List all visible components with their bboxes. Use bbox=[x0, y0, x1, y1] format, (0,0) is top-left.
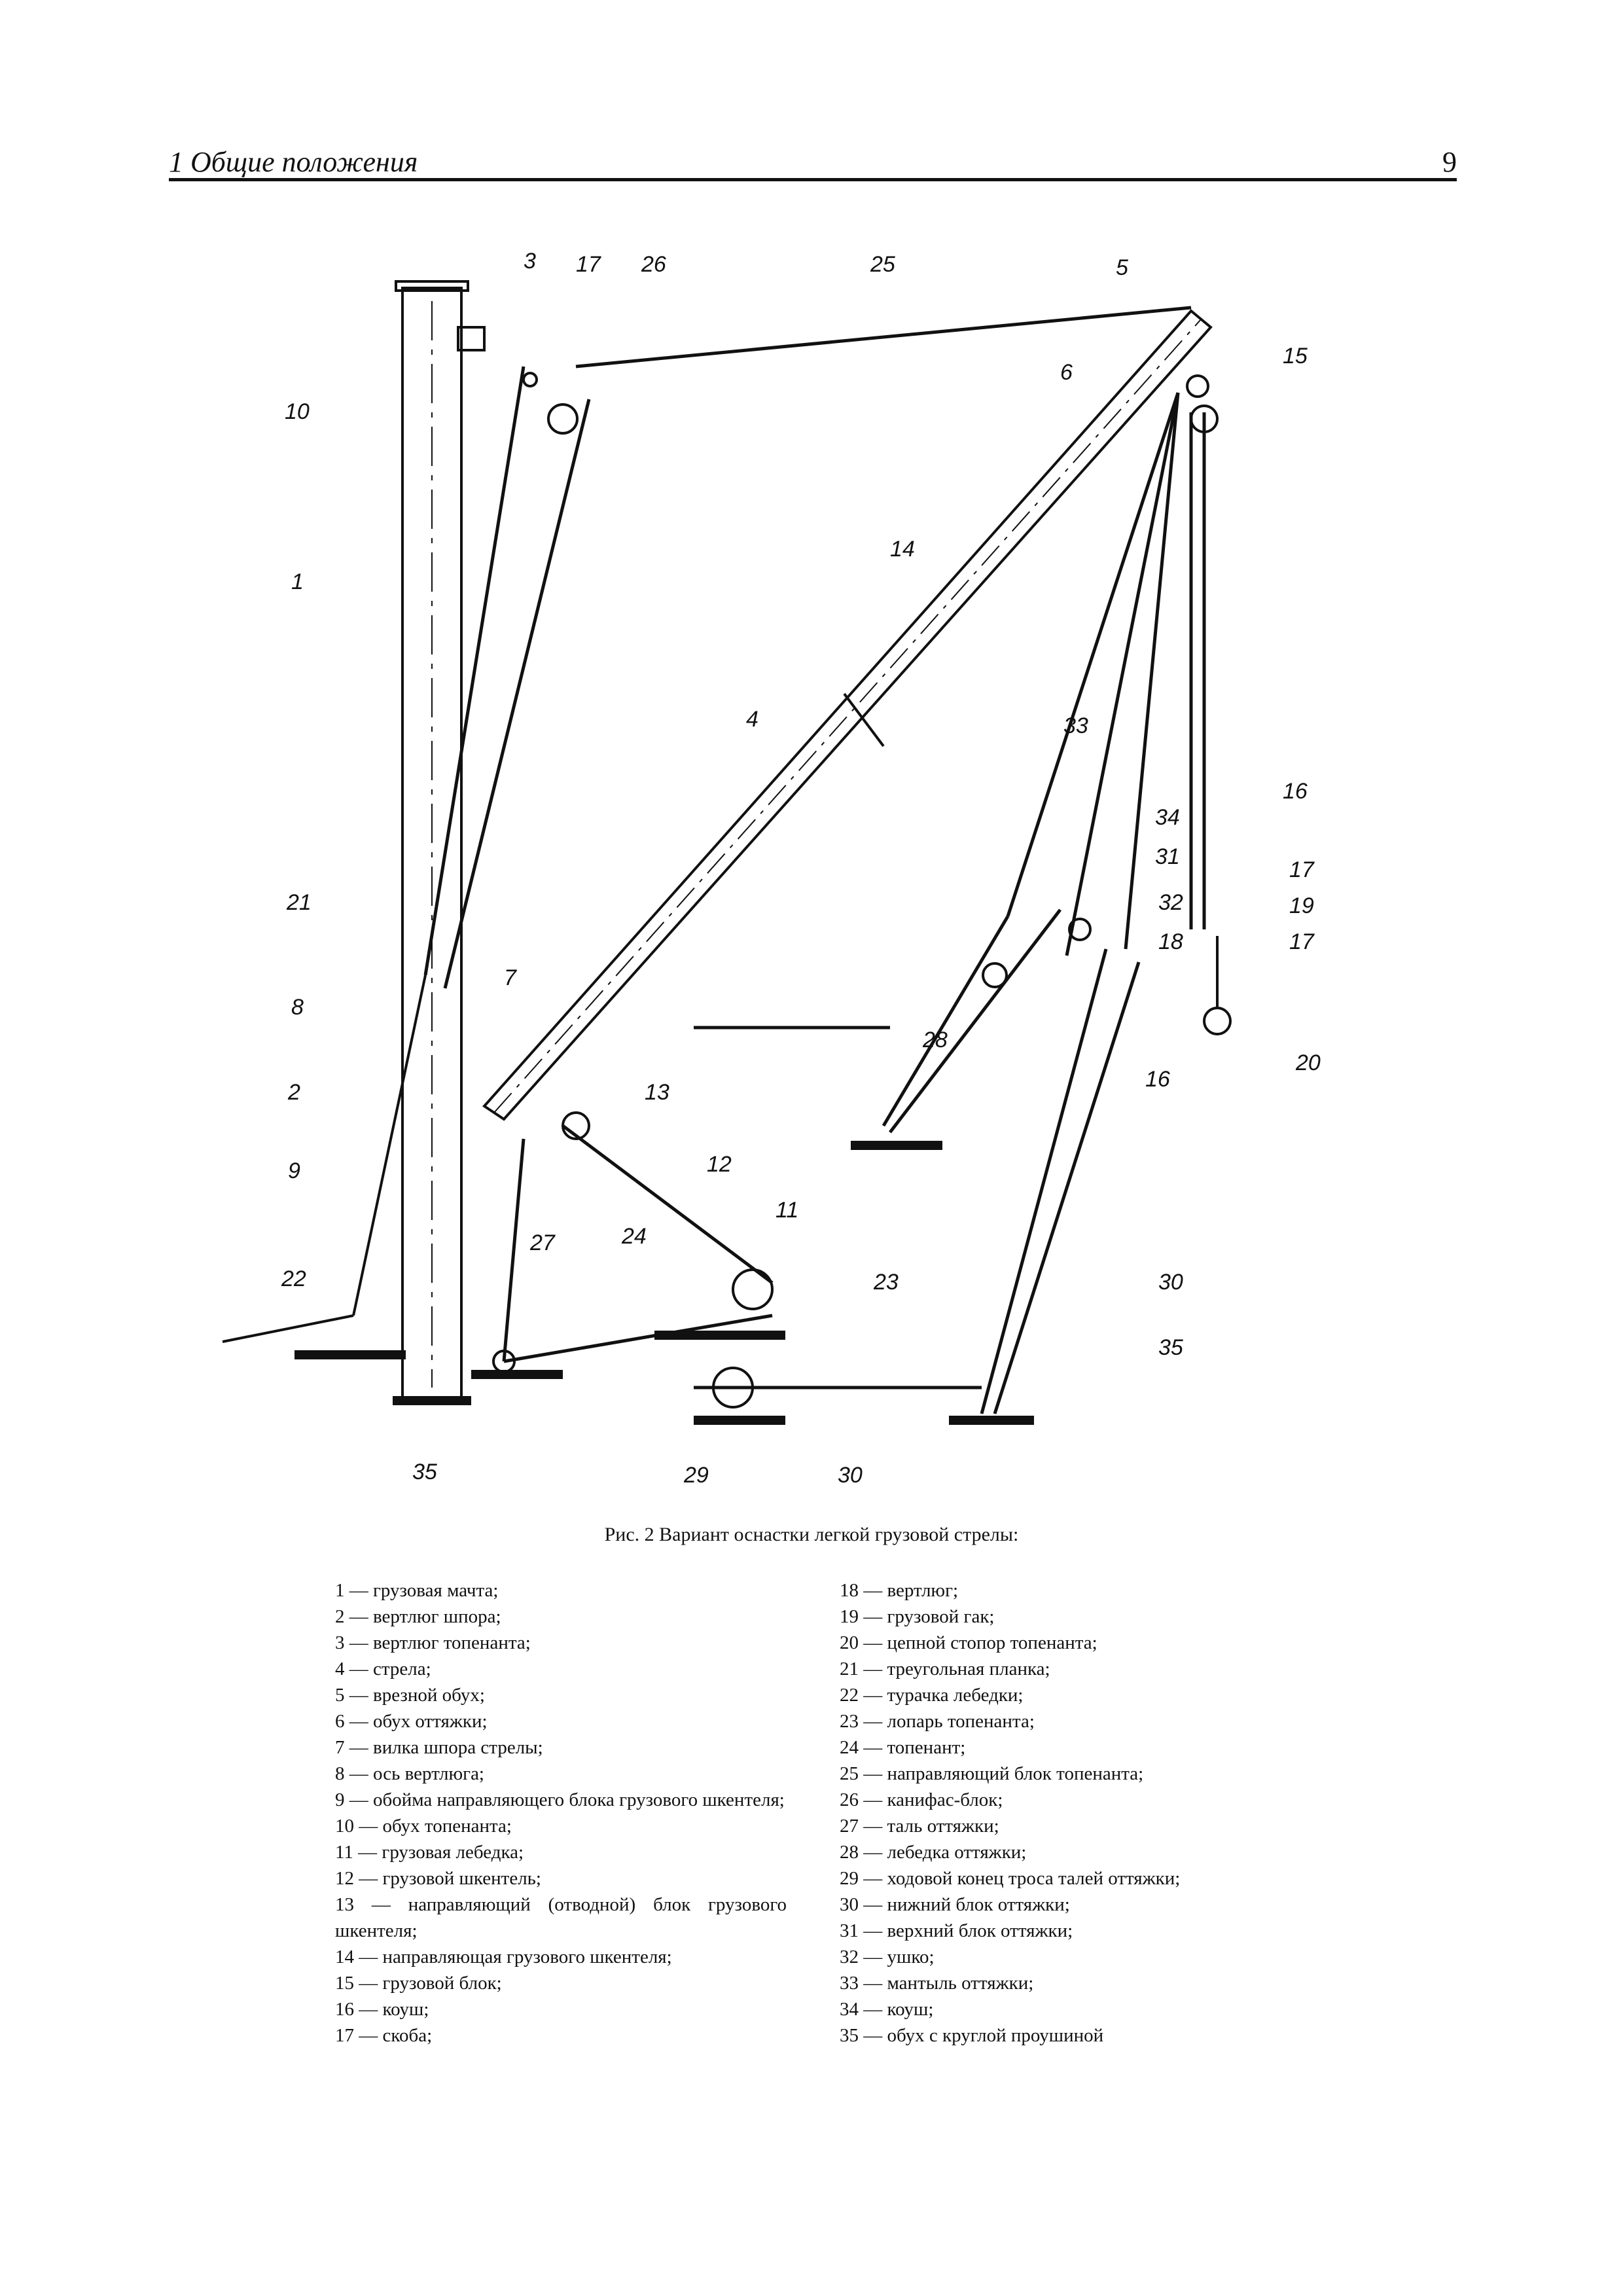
legend-item: 13 — направляющий (отводной) блок грузов… bbox=[335, 1894, 787, 1941]
legend-item: 10 — обух топенанта; bbox=[335, 1816, 512, 1837]
legend-item: 11 — грузовая лебедка; bbox=[335, 1842, 524, 1863]
legend-item: 30 — нижний блок оттяжки; bbox=[840, 1894, 1070, 1915]
callout-6: 6 bbox=[1060, 360, 1073, 385]
callout-7: 7 bbox=[504, 965, 517, 990]
callout-labels: 3 17 26 25 5 6 15 10 1 14 33 4 16 34 31 … bbox=[281, 249, 1321, 1488]
callout-16-mid: 16 bbox=[1145, 1067, 1170, 1092]
callout-17-b: 17 bbox=[1289, 929, 1315, 954]
cargo-hook bbox=[1203, 936, 1232, 1035]
callout-27: 28 bbox=[922, 1028, 948, 1052]
legend-item: 9 — обойма направляющего блока грузового… bbox=[335, 1789, 785, 1810]
callout-30: 30 bbox=[1158, 1270, 1183, 1295]
legend-item: 17 — скоба; bbox=[335, 2025, 433, 2046]
legend-item: 31 — верхний блок оттяжки; bbox=[840, 1920, 1073, 1941]
callout-26: 27 bbox=[529, 1230, 556, 1255]
legend-item: 35 — обух с круглой проушиной bbox=[840, 2025, 1104, 2046]
legend-item: 20 — цепной стопор топенанта; bbox=[840, 1632, 1097, 1653]
callout-10: 10 bbox=[285, 399, 310, 424]
callout-19: 20 bbox=[1295, 1050, 1321, 1075]
legend-item: 14 — направляющая грузового шкентеля; bbox=[335, 1946, 672, 1967]
callout-24: 25 bbox=[870, 252, 895, 277]
legend-left-column: 1 — грузовая мачта; 2 — вертлюг шпора; 3… bbox=[335, 1577, 787, 2049]
legend-item: 3 — вертлюг топенанта; bbox=[335, 1632, 531, 1653]
callout-13: 13 bbox=[645, 1080, 669, 1105]
callout-15: 15 bbox=[1283, 344, 1308, 368]
legend-item: 24 — топенант; bbox=[840, 1737, 966, 1758]
callout-32: 32 bbox=[1158, 890, 1183, 915]
callout-12: 12 bbox=[707, 1152, 732, 1177]
callout-21: 21 bbox=[286, 890, 312, 915]
callout-17-c: 18 bbox=[1158, 929, 1183, 954]
legend-item: 6 — обух оттяжки; bbox=[335, 1711, 488, 1732]
legend-item: 15 — грузовой блок; bbox=[335, 1973, 502, 1994]
running-header: 1 Общие положения 9 bbox=[169, 145, 1457, 182]
boom-rigging-figure: 3 17 26 25 5 6 15 10 1 14 33 4 16 34 31 … bbox=[222, 249, 1321, 1488]
callout-23: 24 bbox=[621, 1224, 647, 1249]
callout-28: 29 bbox=[683, 1463, 709, 1488]
callout-2: 2 bbox=[287, 1080, 300, 1105]
boom bbox=[482, 309, 1213, 1121]
callout-17-top: 17 bbox=[576, 252, 601, 277]
callout-29: 30 bbox=[838, 1463, 863, 1488]
legend-item: 7 — вилка шпора стрелы; bbox=[335, 1737, 543, 1758]
deck-foundations bbox=[294, 1141, 1034, 1425]
callout-11: 11 bbox=[776, 1198, 798, 1223]
legend-item: 26 — канифас-блок; bbox=[840, 1789, 1003, 1810]
callout-31: 31 bbox=[1155, 844, 1180, 869]
callout-1: 1 bbox=[291, 569, 304, 594]
figure-caption: Рис. 2 Вариант оснастки легкой грузовой … bbox=[604, 1524, 1019, 1545]
callout-33: 33 bbox=[1063, 713, 1088, 738]
callout-8: 8 bbox=[291, 995, 304, 1020]
legend-item: 16 — коуш; bbox=[335, 1999, 429, 2020]
legend-item: 12 — грузовой шкентель; bbox=[335, 1868, 541, 1889]
callout-5: 5 bbox=[1116, 255, 1128, 280]
legend-right-column: 18 — вертлюг; 19 — грузовой гак; 20 — це… bbox=[840, 1577, 1311, 2049]
callout-20: 22 bbox=[281, 1266, 306, 1291]
callout-4: 4 bbox=[746, 707, 758, 732]
mast bbox=[395, 280, 486, 1402]
callout-25: 26 bbox=[641, 252, 666, 277]
topping-lift bbox=[423, 306, 1192, 989]
legend-item: 29 — ходовой конец троса талей оттяжки; bbox=[840, 1868, 1181, 1889]
legend-item: 32 — ушко; bbox=[840, 1946, 935, 1967]
legend-item: 23 — лопарь топенанта; bbox=[840, 1711, 1035, 1732]
chain-stopper bbox=[222, 975, 427, 1343]
legend-item: 4 — стрела; bbox=[335, 1659, 431, 1679]
callout-22: 23 bbox=[873, 1270, 899, 1295]
section-title: 1 Общие положения bbox=[169, 146, 418, 178]
callout-9: 9 bbox=[288, 1158, 300, 1183]
legend-item: 2 — вертлюг шпора; bbox=[335, 1606, 501, 1627]
callout-14: 14 bbox=[890, 537, 915, 562]
blocks bbox=[492, 372, 1219, 1408]
legend-item: 25 — направляющий блок топенанта; bbox=[840, 1763, 1144, 1784]
callout-16-right: 16 bbox=[1283, 779, 1308, 804]
legend-item: 8 — ось вертлюга; bbox=[335, 1763, 484, 1784]
legend-item: 19 — грузовой гак; bbox=[840, 1606, 995, 1627]
legend-item: 27 — таль оттяжки; bbox=[840, 1816, 999, 1837]
cargo-runner bbox=[502, 412, 1206, 1363]
callout-34: 34 bbox=[1155, 805, 1180, 830]
legend-item: 33 — мантыль оттяжки; bbox=[840, 1973, 1034, 1994]
callout-18: 19 bbox=[1289, 893, 1314, 918]
legend-item: 28 — лебедка оттяжки; bbox=[840, 1842, 1027, 1863]
guy-tackles bbox=[694, 392, 1180, 1414]
callout-35-left: 35 bbox=[412, 1460, 437, 1484]
legend-item: 1 — грузовая мачта; bbox=[335, 1580, 499, 1601]
legend-item: 34 — коуш; bbox=[840, 1999, 934, 2020]
header-rule bbox=[169, 178, 1457, 181]
legend-item: 21 — треугольная планка; bbox=[840, 1659, 1050, 1679]
callout-3: 3 bbox=[524, 249, 536, 274]
legend-item: 5 — врезной обух; bbox=[335, 1685, 485, 1706]
page-number: 9 bbox=[1442, 146, 1457, 178]
callout-17-a: 17 bbox=[1289, 857, 1315, 882]
legend-item: 22 — турачка лебедки; bbox=[840, 1685, 1024, 1706]
legend-item: 18 — вертлюг; bbox=[840, 1580, 959, 1601]
callout-35-right: 35 bbox=[1158, 1335, 1183, 1360]
